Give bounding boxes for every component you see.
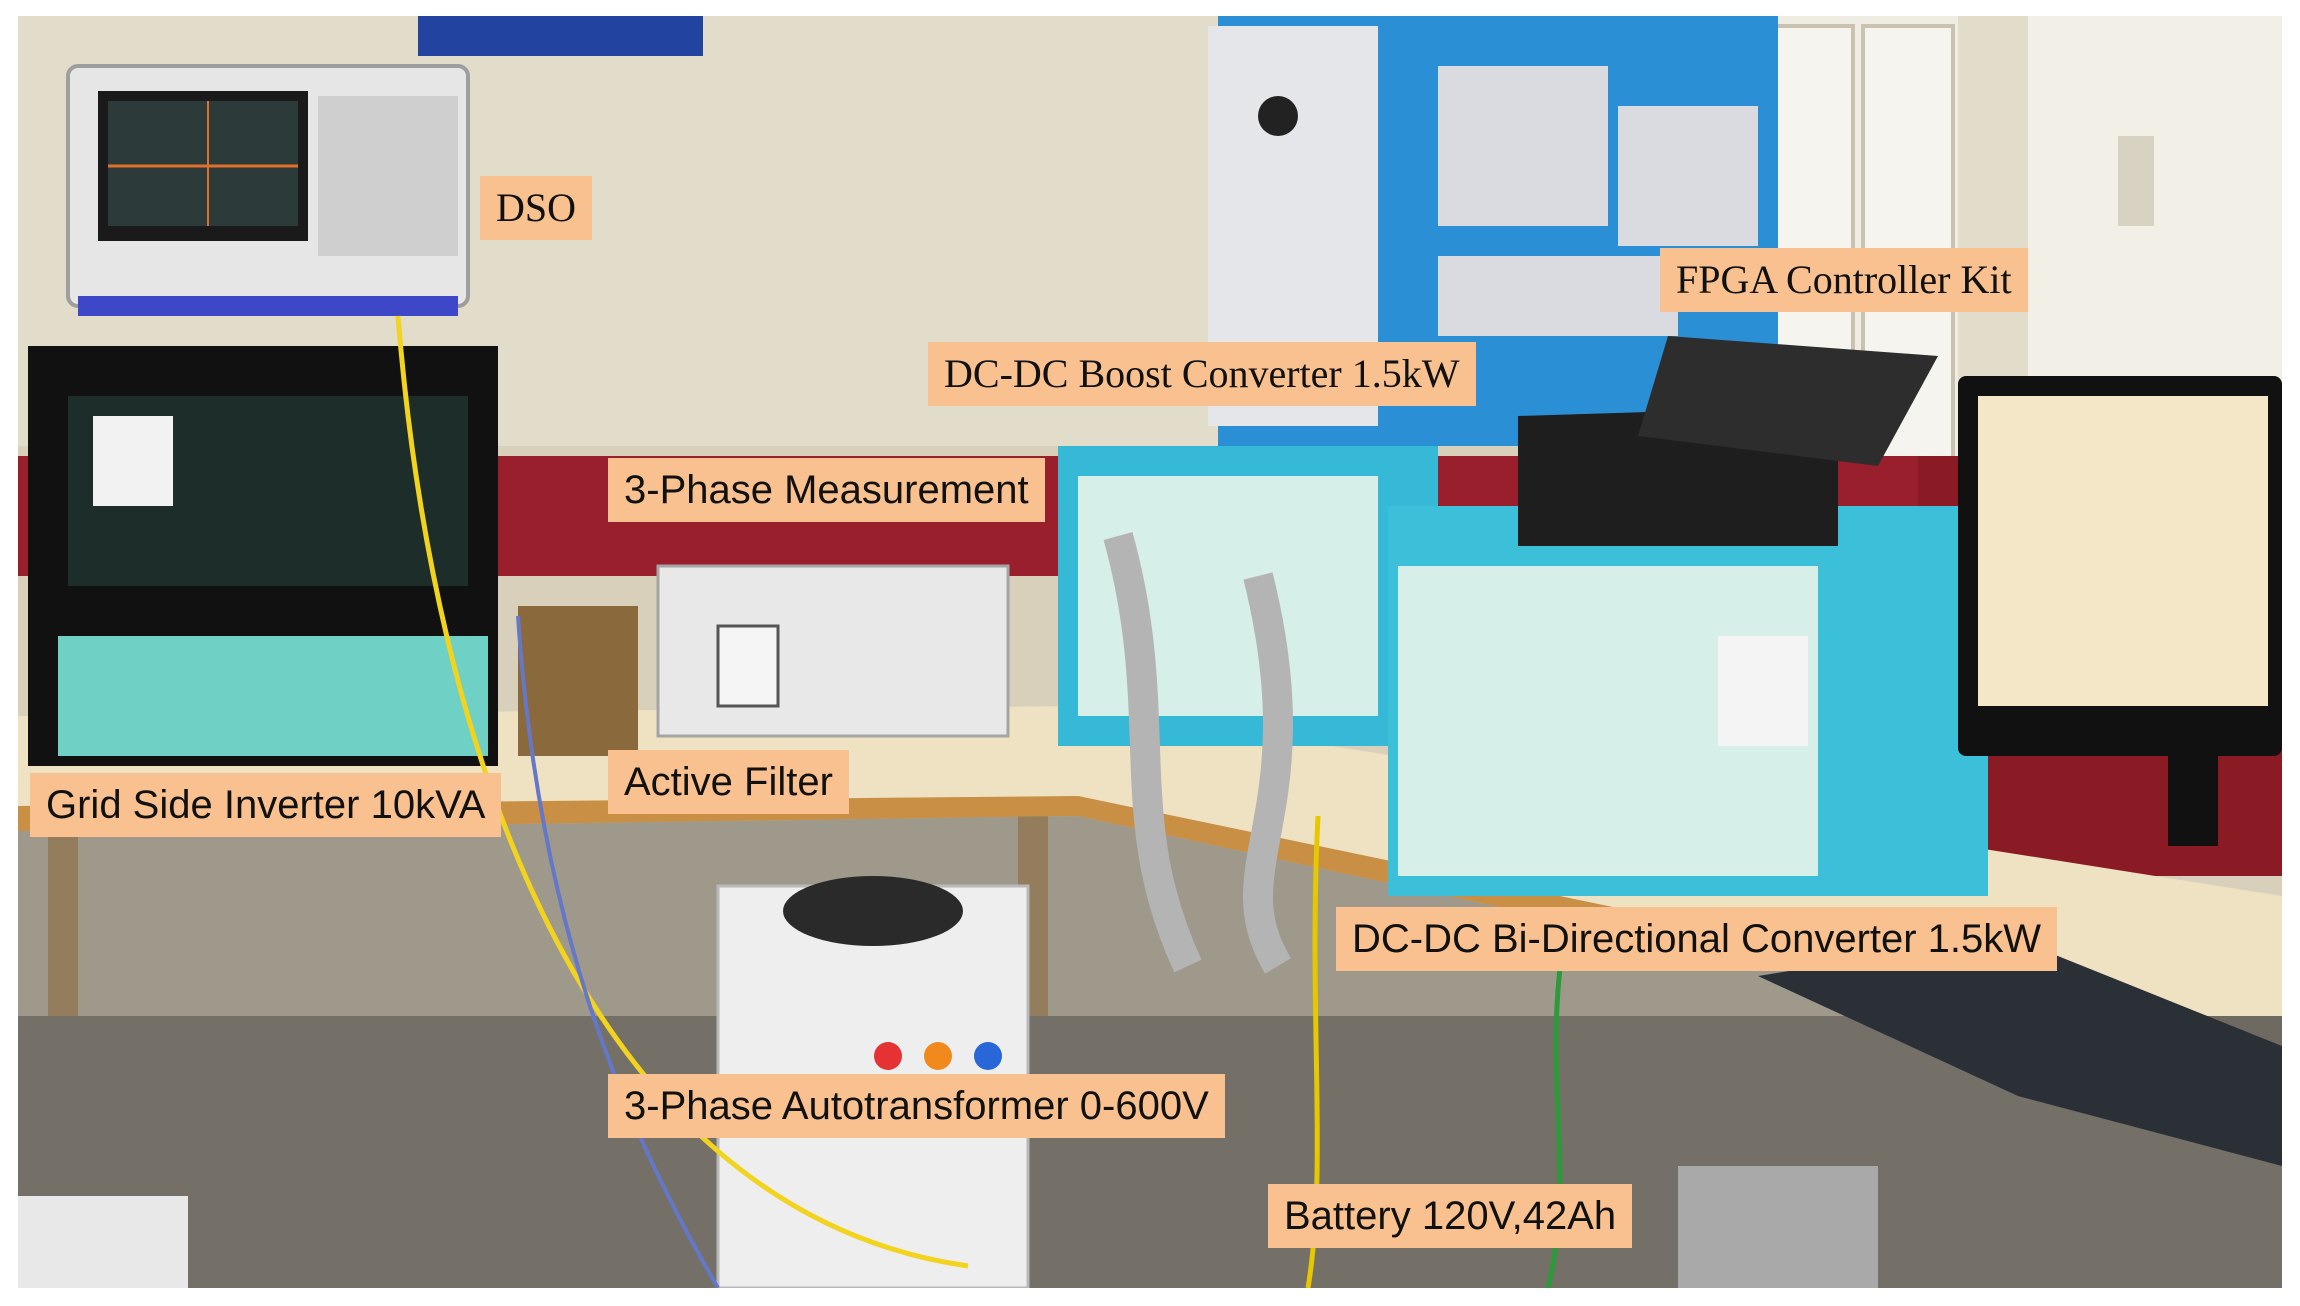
lab-setup-photo: DSO FPGA Controller Kit DC-DC Boost Conv… bbox=[18, 16, 2282, 1288]
label-battery: Battery 120V,42Ah bbox=[1268, 1184, 1633, 1248]
label-bidirectional-converter: DC-DC Bi-Directional Converter 1.5kW bbox=[1336, 907, 2058, 971]
label-active-filter: Active Filter bbox=[608, 750, 849, 814]
label-fpga-controller-kit: FPGA Controller Kit bbox=[1660, 248, 2028, 312]
label-dso: DSO bbox=[480, 176, 593, 240]
label-autotransformer: 3-Phase Autotransformer 0-600V bbox=[608, 1074, 1225, 1138]
label-boost-converter: DC-DC Boost Converter 1.5kW bbox=[928, 342, 1476, 406]
lab-illustration bbox=[18, 16, 2282, 1288]
label-grid-side-inverter: Grid Side Inverter 10kVA bbox=[30, 773, 502, 837]
label-3-phase-measurement: 3-Phase Measurement bbox=[608, 458, 1045, 522]
